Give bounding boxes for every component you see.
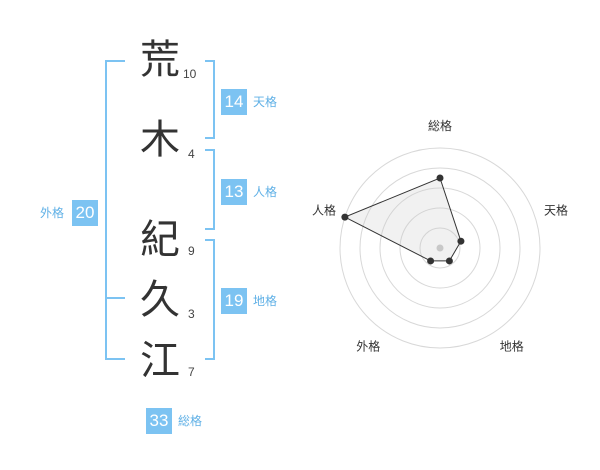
kanji-5: 江 xyxy=(140,338,180,384)
chikaku-bracket xyxy=(205,239,215,360)
jinkaku-label: 人格 xyxy=(253,185,278,199)
radar-point-2 xyxy=(445,257,453,265)
radar-axis-label-3: 外格 xyxy=(356,339,380,354)
soukaku-value: 33 xyxy=(146,408,172,434)
gaikaku-bracket-tick xyxy=(105,297,125,299)
stroke-count-4: 3 xyxy=(188,307,195,321)
radar-axis-label-4: 人格 xyxy=(312,202,336,217)
kanji-2: 木 xyxy=(140,117,180,163)
radar-area xyxy=(343,177,462,262)
radar-ring-2 xyxy=(399,207,481,289)
jinkaku-bracket xyxy=(205,149,215,230)
radar-ring-5 xyxy=(339,147,541,349)
radar-ring-3 xyxy=(379,187,501,309)
radar-point-3 xyxy=(427,257,435,265)
radar-axis-label-2: 地格 xyxy=(500,339,524,354)
radar-axis-label-1: 天格 xyxy=(544,202,568,217)
radar-axis-label-0: 総格 xyxy=(428,118,452,133)
soukaku-label: 総格 xyxy=(178,414,203,428)
gaikaku-label: 外格 xyxy=(40,206,65,220)
stroke-count-2: 4 xyxy=(188,147,195,161)
gaikaku-bracket xyxy=(105,60,125,360)
radar-point-0 xyxy=(436,174,444,182)
stroke-count-3: 9 xyxy=(188,244,195,258)
radar-center-dot xyxy=(436,244,444,252)
kanji-4: 久 xyxy=(140,277,180,323)
kanji-3: 紀 xyxy=(140,217,180,263)
tenkaku-label: 天格 xyxy=(253,95,278,109)
tenkaku-bracket xyxy=(205,60,215,139)
kanji-1: 荒 xyxy=(140,37,180,83)
radar-points xyxy=(341,174,465,265)
gaikaku-value: 20 xyxy=(72,200,98,226)
stroke-count-5: 7 xyxy=(188,365,195,379)
radar-ring-1 xyxy=(419,227,461,269)
radar-grid xyxy=(339,147,541,349)
radar-point-4 xyxy=(341,213,349,221)
stroke-count-1: 10 xyxy=(183,67,197,81)
radar-point-1 xyxy=(457,237,465,245)
jinkaku-value: 13 xyxy=(221,179,247,205)
tenkaku-value: 14 xyxy=(221,89,247,115)
chikaku-value: 19 xyxy=(221,288,247,314)
chikaku-label: 地格 xyxy=(253,294,278,308)
radar-ring-4 xyxy=(359,167,521,329)
